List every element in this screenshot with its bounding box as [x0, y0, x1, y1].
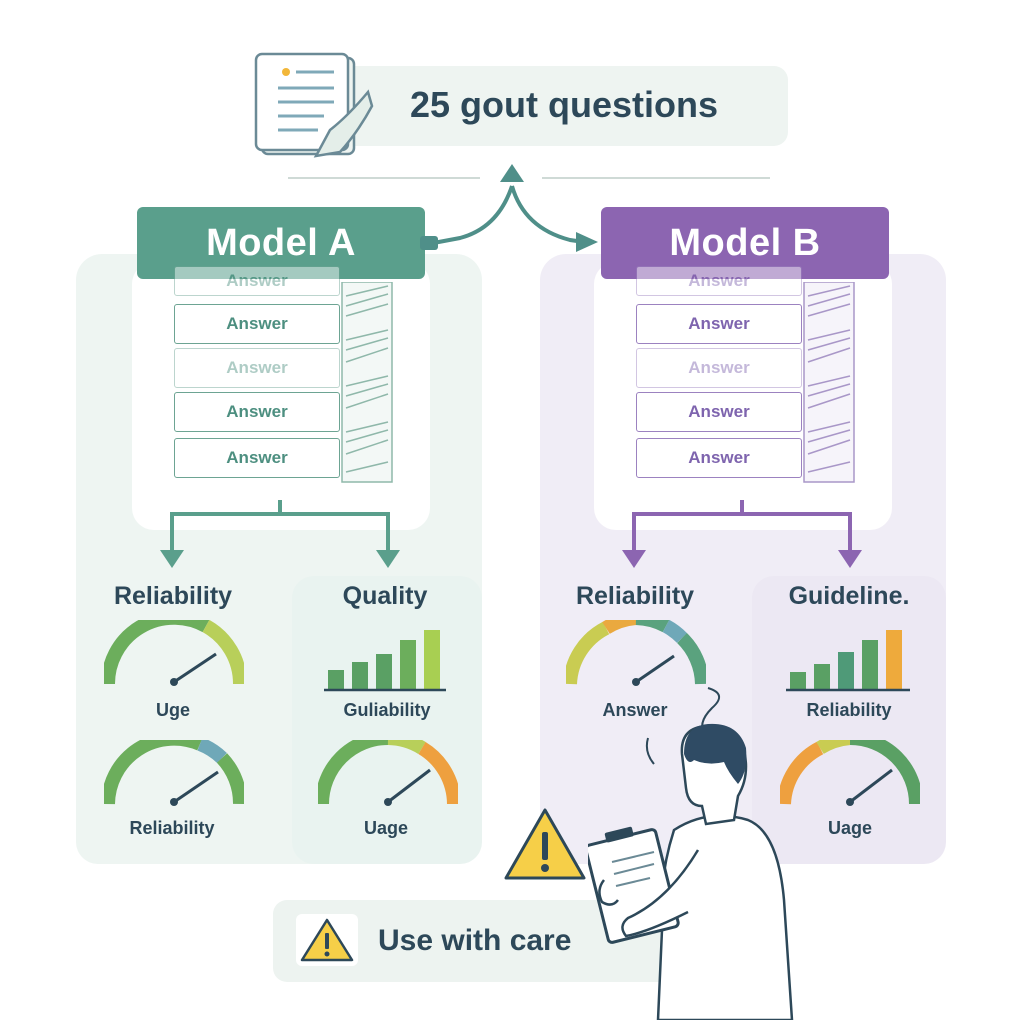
questions-label: 25 gout questions — [410, 84, 719, 125]
model-a-quality-title: Quality — [342, 582, 428, 610]
questions-banner — [300, 66, 788, 146]
reviewer-person-icon — [588, 687, 794, 1020]
model-b-title: Model B — [601, 207, 889, 279]
model-b-gauge1-label: Answer — [602, 700, 668, 720]
gauge-icon — [104, 620, 244, 686]
model-b-split-arrows — [622, 500, 862, 568]
model-a-gauge3-label: Uage — [363, 818, 408, 838]
use-with-care-label: Use with care — [378, 924, 572, 957]
model-a-gauge1-label: Uge — [155, 700, 190, 720]
model-a-reliability-title: Reliability — [113, 582, 233, 610]
divider-lines — [288, 177, 770, 179]
fork-arrow — [420, 164, 598, 252]
server-stack-icon — [803, 282, 855, 483]
model-b-answer-row: Answer — [636, 438, 802, 478]
gauge-icon — [780, 740, 920, 806]
model-a-gauge2-label: Reliability — [129, 818, 215, 838]
model-b-guideline-card — [752, 576, 946, 864]
model-b-answer-row: Answer — [636, 266, 802, 296]
model-a-answer-row: Answer — [174, 266, 340, 296]
gauge-icon — [318, 740, 458, 806]
model-b-answer-row: Answer — [636, 392, 802, 432]
model-b-bar-label: Reliability — [806, 700, 892, 720]
model-b-reliability-title: Reliability — [575, 582, 695, 610]
model-b-guideline-title: Guideline. — [788, 582, 910, 610]
model-a-answer-row: Answer — [174, 304, 340, 344]
model-a-quality-card — [292, 576, 482, 864]
bar-chart-icon — [786, 630, 910, 692]
warning-icon — [296, 914, 358, 966]
model-a-answer-row: Answer — [174, 392, 340, 432]
model-a-split-arrows — [160, 500, 400, 568]
bar-chart-icon — [324, 630, 446, 692]
model-a-answer-row: Answer — [174, 438, 340, 478]
document-icon — [254, 52, 374, 158]
model-b-gauge3-label: Uage — [827, 818, 872, 838]
gauge-icon — [566, 620, 706, 686]
model-b-answer-row: Answer — [636, 304, 802, 344]
model-a-bar-label: Guliability — [343, 700, 431, 720]
model-a-title: Model A — [137, 207, 425, 279]
model-b-answer-row: Answer — [636, 348, 802, 388]
warning-icon — [504, 808, 586, 880]
model-a-answer-row: Answer — [174, 348, 340, 388]
gauge-icon — [104, 740, 244, 806]
server-stack-icon — [341, 282, 393, 483]
